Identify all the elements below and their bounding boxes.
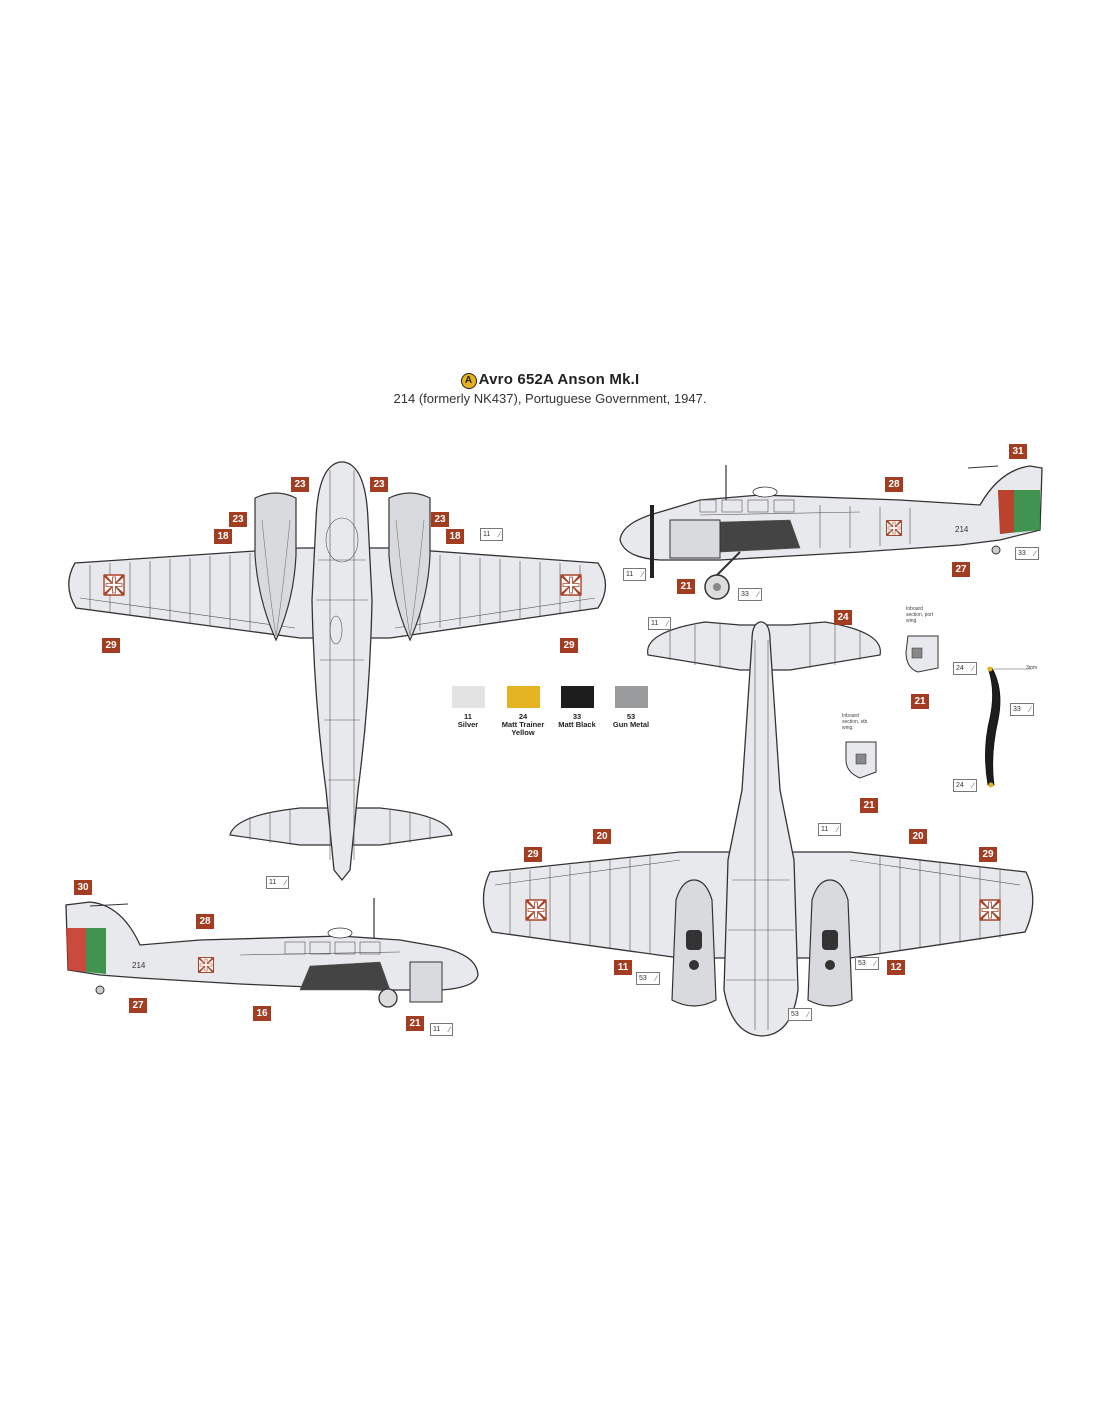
- callout-top-23-a: 23: [291, 477, 309, 492]
- swatch-silver: [452, 686, 485, 708]
- port-rudder-flag-green: [86, 928, 106, 974]
- top-view-stbd-engine: [388, 492, 431, 642]
- top-view: [68, 461, 607, 882]
- callout-under-20-b: 20: [909, 829, 927, 844]
- paintref-side-r-33-b: 33: [738, 588, 762, 601]
- paintref-top-11-b: 11: [266, 876, 290, 889]
- propeller: [985, 667, 1001, 786]
- starboard-rudder-flag-red: [998, 490, 1014, 534]
- paintref-prop-24-b: 24: [953, 779, 977, 792]
- callout-top-29-a: 29: [102, 638, 120, 653]
- callout-side-l-21: 21: [406, 1016, 424, 1031]
- callout-under-24: 24: [834, 610, 852, 625]
- callout-top-18-a: 18: [214, 529, 232, 544]
- paintref-top-11-a: 11: [480, 528, 504, 541]
- swatch-gun-metal: [615, 686, 648, 708]
- paintref-under-11-b: 11: [818, 823, 842, 836]
- paintref-prop-24-a: 24: [953, 662, 977, 675]
- callout-side-l-30: 30: [74, 880, 92, 895]
- swatch-label-24: 24 Matt Trainer Yellow: [493, 713, 553, 737]
- swatch-number: 11: [464, 712, 472, 721]
- port-serial: 214: [132, 961, 146, 970]
- callout-under-29-b: 29: [979, 847, 997, 862]
- port-side-view: 214: [65, 898, 479, 1008]
- starboard-serial: 214: [955, 525, 969, 534]
- callout-top-18-b: 18: [446, 529, 464, 544]
- swatch-label-33: 33 Matt Black: [547, 713, 607, 729]
- paintref-side-r-33-a: 33: [1015, 547, 1039, 560]
- paintref-side-l-11: 11: [430, 1023, 454, 1036]
- callout-top-23-c: 23: [229, 512, 247, 527]
- callout-top-29-b: 29: [560, 638, 578, 653]
- callout-under-20-a: 20: [593, 829, 611, 844]
- paintref-under-11-a: 11: [648, 617, 672, 630]
- scheme-title-text: Avro 652A Anson Mk.I: [478, 371, 640, 388]
- swatch-name: Silver: [457, 720, 479, 729]
- swatch-number: 53: [626, 712, 636, 721]
- callout-side-r-21: 21: [677, 579, 695, 594]
- callout-side-l-27: 27: [129, 998, 147, 1013]
- swatch-name: Matt Black: [558, 720, 596, 729]
- scheme-subtitle: 214 (formerly NK437), Portuguese Governm…: [393, 391, 707, 406]
- paintref-side-r-11: 11: [623, 568, 647, 581]
- swatch-matt-black: [561, 686, 594, 708]
- callout-side-r-27: 27: [952, 562, 970, 577]
- swatch-matt-trainer-yellow: [507, 686, 540, 708]
- underside-view: [482, 621, 1034, 1037]
- note-port-inboard: Inboard section, port wing.: [906, 606, 934, 624]
- swatch-label-11: 11 Silver: [438, 713, 498, 729]
- callout-side-r-31: 31: [1009, 444, 1027, 459]
- detail-views: [845, 635, 1032, 788]
- callout-detail-21-a: 21: [911, 694, 929, 709]
- top-view-port-engine: [254, 492, 297, 642]
- callout-side-l-16: 16: [253, 1006, 271, 1021]
- swatch-name: Matt Trainer Yellow: [501, 720, 545, 737]
- starboard-side-view: 214: [619, 465, 1043, 600]
- callout-top-23-d: 23: [431, 512, 449, 527]
- callout-under-12: 12: [887, 960, 905, 975]
- swatch-label-53: 53 Gun Metal: [601, 713, 661, 729]
- port-rudder-flag-red: [66, 928, 86, 972]
- swatch-number: 33: [572, 712, 582, 721]
- note-prop-tip: 3mm: [1026, 665, 1038, 671]
- paintref-under-53-a: 53: [636, 972, 660, 985]
- paintref-under-53-c: 53: [788, 1008, 812, 1021]
- callout-detail-21-b: 21: [860, 798, 878, 813]
- top-view-fuselage: [311, 461, 373, 882]
- paintref-prop-33: 33: [1010, 703, 1034, 716]
- callout-side-l-28: 28: [196, 914, 214, 929]
- scheme-letter-badge: A: [460, 373, 477, 389]
- callout-under-11: 11: [614, 960, 632, 975]
- underside-fuselage: [723, 621, 799, 1037]
- swatch-name: Gun Metal: [612, 720, 650, 729]
- swatch-number: 24: [518, 712, 528, 721]
- callout-side-r-28: 28: [885, 477, 903, 492]
- note-stbd-inboard: Inboard section, stb wing.: [842, 713, 868, 731]
- callout-top-23-b: 23: [370, 477, 388, 492]
- callout-under-29-a: 29: [524, 847, 542, 862]
- paintref-under-53-b: 53: [855, 957, 879, 970]
